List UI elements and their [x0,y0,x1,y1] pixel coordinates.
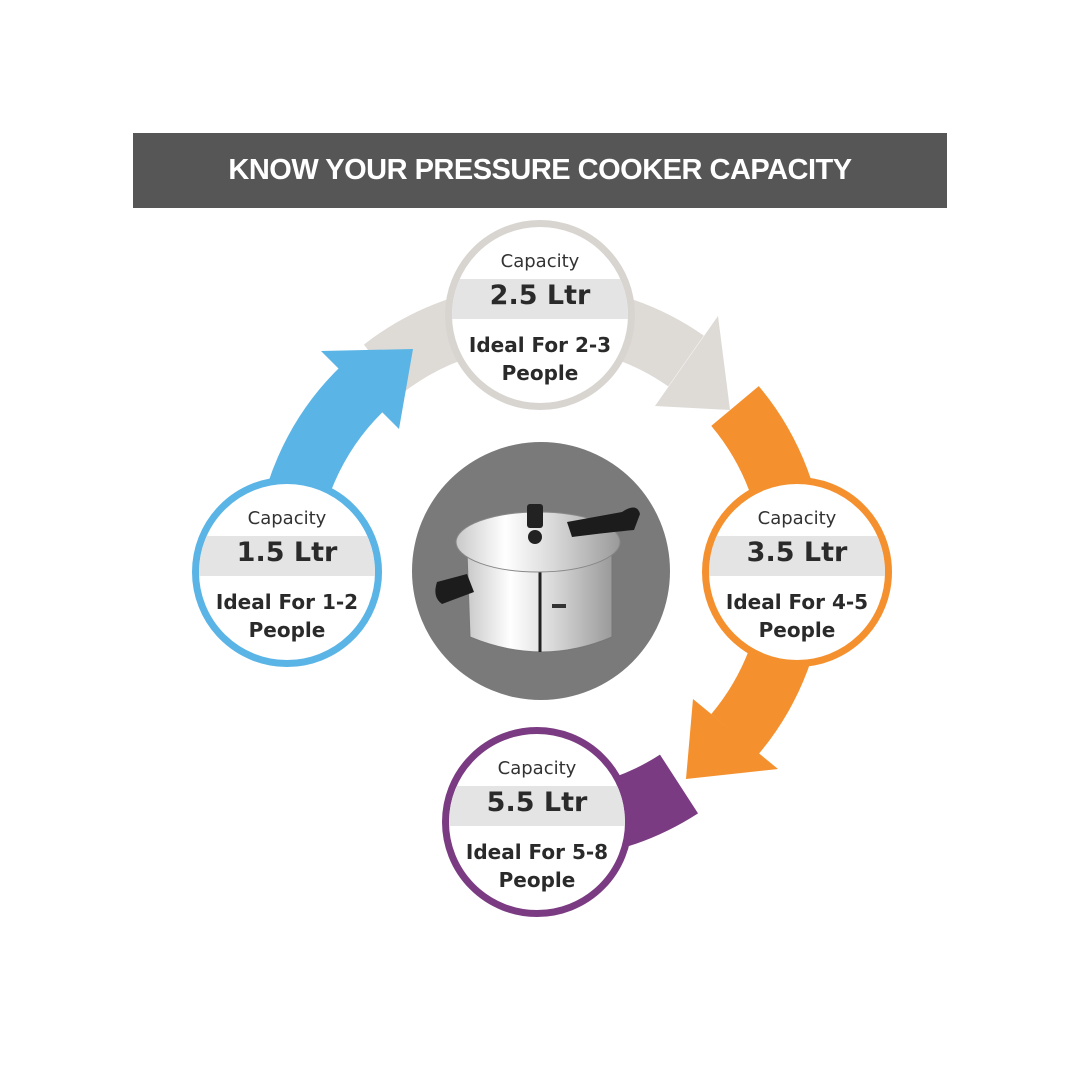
product-image-circle [412,442,670,700]
gray-arrowhead [655,316,730,410]
blue-arrowhead [321,349,413,429]
value-band [709,536,885,576]
capacity-value: 2.5 Ltr [489,280,591,311]
people-label: People [248,618,326,642]
capacity-value: 1.5 Ltr [236,537,338,568]
capacity-value: 3.5 Ltr [746,537,848,568]
value-band [199,536,375,576]
capacity-label: Capacity [247,508,327,529]
ideal-for: Ideal For 5-8 [465,840,609,864]
people-label: People [501,361,579,385]
orange-arrowhead [686,699,778,779]
capacity-value: 5.5 Ltr [486,787,588,818]
capacity-label: Capacity [500,251,580,272]
people-label: People [498,868,576,892]
ideal-for: Ideal For 4-5 [725,590,869,614]
people-label: People [758,618,836,642]
title-banner: KNOW YOUR PRESSURE COOKER CAPACITY [133,133,947,208]
ideal-for: Ideal For 1-2 [215,590,359,614]
value-band [449,786,625,826]
pressure-cooker-icon [435,504,640,653]
value-band [452,279,628,319]
capacity-label: Capacity [757,508,837,529]
capacity-label: Capacity [497,758,577,779]
ideal-for: Ideal For 2-3 [468,333,612,357]
